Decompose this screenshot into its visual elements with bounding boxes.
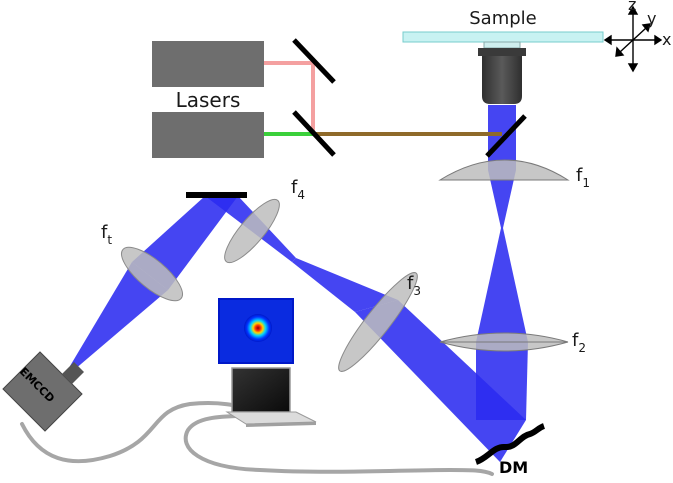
laptop-icon <box>225 367 317 427</box>
axis-z-label: z <box>628 0 636 14</box>
lens-f3-label: f3 <box>407 273 421 298</box>
objective-icon <box>478 41 526 104</box>
beam-f1-to-focus <box>488 170 516 228</box>
lens-f3 <box>338 272 418 372</box>
psf-image <box>218 298 294 364</box>
beam-focus-to-f2 <box>476 228 528 342</box>
lens-f4 <box>224 198 280 264</box>
beam-dm-to-f3 <box>355 300 526 462</box>
laser-green-body <box>152 112 264 158</box>
camera-icon: EMCCD <box>2 351 84 432</box>
mirror-green <box>292 110 336 157</box>
laser-red-body <box>152 41 264 87</box>
beam-f3-to-focus <box>292 258 398 312</box>
axes-icon <box>603 5 663 73</box>
lens-f1 <box>438 159 570 181</box>
sample-slide <box>402 31 604 43</box>
mirror-red <box>292 38 336 84</box>
axis-x-label: x <box>662 30 671 49</box>
sample-label: Sample <box>469 8 537 29</box>
lens-f2 <box>439 332 569 352</box>
dichroic-mirror-top <box>485 114 527 158</box>
lasers-label: Lasers <box>176 88 241 112</box>
lens-f2-label: f2 <box>572 330 586 355</box>
lens-f1-label: f1 <box>576 165 590 190</box>
lens-f4-label: f4 <box>291 177 305 202</box>
lens-ft <box>121 246 183 302</box>
axis-y-label: y <box>647 9 656 28</box>
detection-beam <box>70 105 528 462</box>
dm-label: DM <box>499 458 528 477</box>
camera-cable <box>20 400 494 476</box>
lens-ft-label: ft <box>101 222 112 247</box>
beam-ft-to-camera <box>70 262 168 370</box>
deformable-mirror <box>474 423 546 465</box>
